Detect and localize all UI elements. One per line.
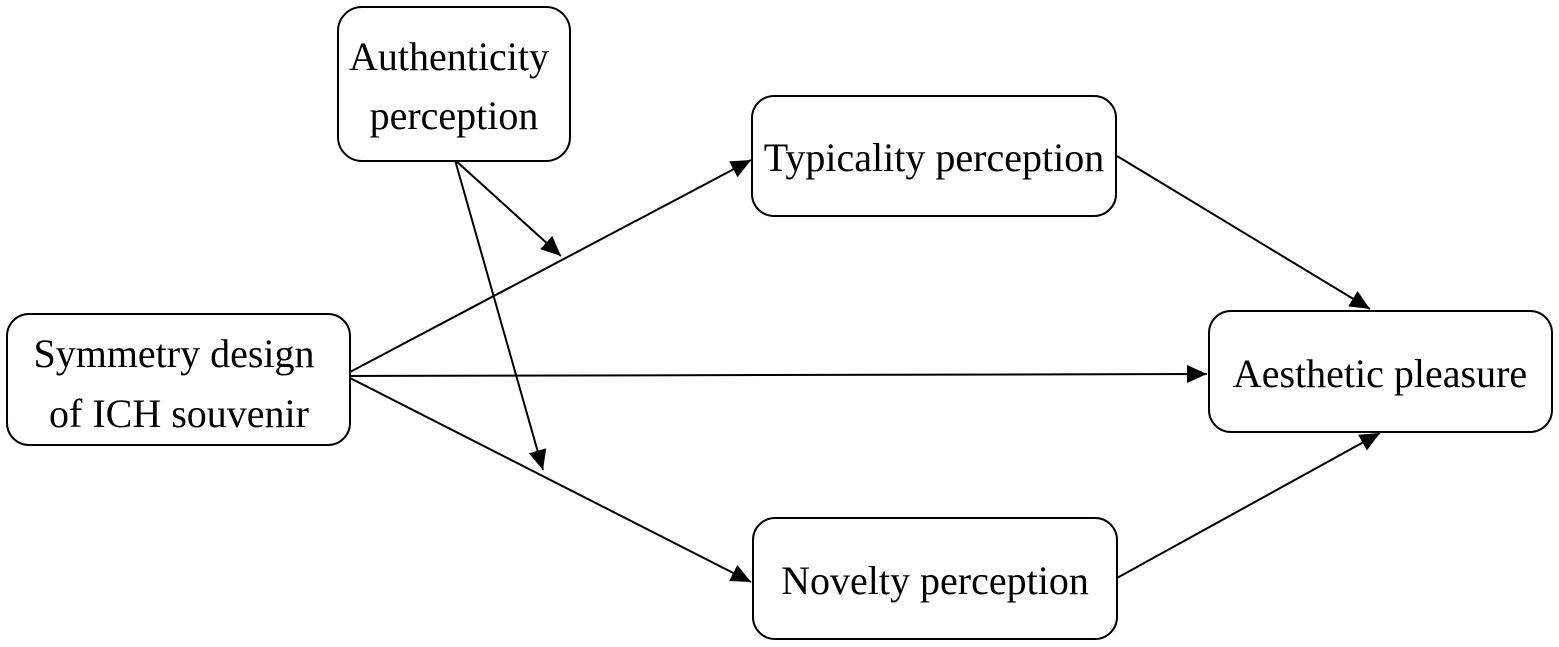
- node-box: [337, 6, 571, 162]
- node-typicality-perception: Typicality perception: [751, 95, 1117, 217]
- node-label: Typicality perception: [764, 135, 1104, 180]
- node-novelty-perception: Novelty perception: [752, 517, 1118, 640]
- edges: [349, 155, 1381, 583]
- node-label: Novelty perception: [781, 558, 1089, 603]
- node-label-line: Authenticity: [349, 34, 549, 79]
- edge-symmetry-to-aesthetic: [349, 365, 1208, 384]
- node-box: [1208, 310, 1553, 433]
- node-label-line: Aesthetic pleasure: [1233, 351, 1527, 396]
- node-label-line: Symmetry design: [33, 331, 314, 376]
- edge-symmetry-to-novelty: [349, 377, 752, 583]
- node-box: [6, 313, 351, 446]
- node-symmetry-design: Symmetry design of ICH souvenir: [6, 313, 351, 446]
- node-label: Symmetry design of ICH souvenir: [33, 331, 324, 436]
- node-box: [751, 95, 1117, 217]
- node-label-line: perception: [370, 93, 539, 138]
- node-label: Authenticity perception: [349, 34, 559, 138]
- moderation-authenticity-on-typicality-path: [454, 159, 562, 257]
- moderation-authenticity-on-novelty-path: [454, 159, 547, 471]
- node-label-line: Novelty perception: [781, 558, 1089, 603]
- edge-typicality-to-aesthetic: [1116, 155, 1371, 310]
- node-box: [752, 517, 1118, 640]
- node-label: Aesthetic pleasure: [1233, 351, 1527, 396]
- node-label-line: Typicality perception: [764, 135, 1104, 180]
- node-aesthetic-pleasure: Aesthetic pleasure: [1208, 310, 1553, 433]
- node-label-line: of ICH souvenir: [49, 391, 309, 436]
- node-authenticity-perception: Authenticity perception: [337, 6, 571, 162]
- edge-novelty-to-aesthetic: [1116, 432, 1381, 579]
- edge-symmetry-to-typicality: [349, 159, 752, 373]
